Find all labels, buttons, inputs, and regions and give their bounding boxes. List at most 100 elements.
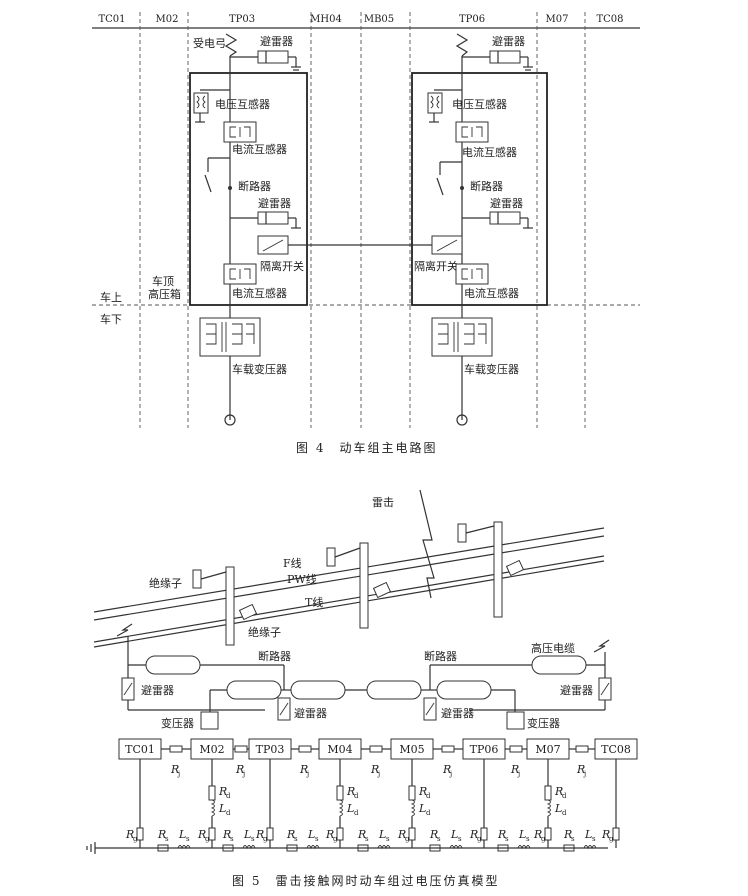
pantograph-right-icon	[455, 33, 469, 57]
coupler-resistance-label-symbol: R	[576, 763, 585, 776]
car-header-tc08: TC08	[596, 14, 623, 25]
coupler-resistance-label-subscript: j	[177, 770, 180, 778]
coupler-resistance-label: Rj	[510, 763, 520, 778]
coupler-resistance-label-subscript: j	[242, 770, 245, 778]
rail-inductor-icon	[242, 845, 256, 850]
cable-segment-2	[226, 680, 282, 700]
damping-resistor-icon	[336, 785, 344, 801]
coupler-resistance-label: Rj	[442, 763, 452, 778]
grounding-resistor-icon	[336, 827, 344, 841]
damping-inductance-label-subscript: d	[354, 809, 359, 817]
damping-resistance-label: Rd	[418, 785, 431, 800]
grounding-resistance-label: Rg	[601, 828, 614, 843]
vt-left-label: 电压互感器	[215, 98, 270, 111]
rail-resistance-label: Rs	[286, 828, 298, 843]
coupler-resistor-icon	[441, 745, 455, 753]
vt-right-icon	[427, 92, 443, 114]
car-label-tc01: TC01	[125, 743, 155, 756]
ground-right-icon	[456, 414, 468, 426]
figure-5-caption: 图 5 雷击接触网时动车组过电压仿真模型	[232, 873, 499, 888]
breaker-left-5-label: 断路器	[258, 649, 291, 663]
grounding-resistance-label: Rg	[125, 828, 138, 843]
coupler-resistor-icon	[575, 745, 589, 753]
grounding-resistance-label-subscript: g	[405, 835, 410, 843]
grounding-resistor-icon	[208, 827, 216, 841]
transformer-left-label: 车载变压器	[232, 362, 287, 376]
grounding-resistance-label-subscript: g	[263, 835, 268, 843]
damping-resistance-label-subscript: d	[354, 792, 359, 800]
rail-resistance-label: Rs	[157, 828, 169, 843]
car-label-m04: M04	[327, 743, 352, 756]
rail-inductance-label-symbol: L	[518, 828, 526, 841]
coupler-resistance-label: Rj	[235, 763, 245, 778]
grounding-resistance-label-subscript: g	[541, 835, 546, 843]
grounding-resistance-label: Rg	[255, 828, 268, 843]
car-header-mh04: MH04	[310, 14, 342, 25]
grounding-resistor-icon	[266, 827, 274, 841]
damping-resistance-label: Rd	[554, 785, 567, 800]
damping-inductance-label-symbol: L	[554, 802, 562, 815]
insulator-mid-icon	[326, 547, 336, 567]
grounding-resistance-label: Rg	[469, 828, 482, 843]
rail-inductor-icon	[177, 845, 191, 850]
pantograph-5-right-icon	[593, 639, 610, 653]
cable-segment-3	[290, 680, 346, 700]
grounding-resistance-label-symbol: R	[255, 828, 264, 841]
mast-middle	[359, 542, 369, 629]
transformer-5-right-label: 变压器	[527, 716, 560, 730]
coupler-resistance-label-symbol: R	[510, 763, 519, 776]
damping-resistance-label-subscript: d	[226, 792, 231, 800]
arrester-row: 避雷器 避雷器 避雷器 避雷器	[121, 677, 612, 721]
arrester-top-right-label: 避雷器	[492, 34, 525, 48]
rail-inductor-icon	[377, 845, 391, 850]
car-header-tc01: TC01	[98, 14, 125, 25]
ct-right-label: 电流互感器	[462, 145, 517, 159]
damping-resistance-label: Rd	[346, 785, 359, 800]
left-circuit: 受电弓 避雷器 电压互感器 电流互感器	[193, 33, 304, 426]
rail-resistance-label: Rs	[222, 828, 234, 843]
isolator-left-label: 隔离开关	[260, 259, 304, 273]
coupler-resistance-label-symbol: R	[170, 763, 179, 776]
car-label-tp03: TP03	[256, 743, 285, 756]
breaker-left-label: 断路器	[238, 179, 271, 193]
car-label-tc08: TC08	[601, 743, 631, 756]
damping-resistance-label-subscript: d	[562, 792, 567, 800]
coupler-resistance-label-subscript: j	[449, 770, 452, 778]
cable-segment-4	[366, 680, 422, 700]
damping-inductor-icon	[410, 799, 415, 817]
ground-left-icon	[224, 414, 236, 426]
rail-inductance-label-subscript: s	[526, 835, 530, 843]
pw-line	[93, 535, 605, 621]
roof-box-label-2: 高压箱	[148, 287, 181, 301]
damping-resistance-label-subscript: d	[426, 792, 431, 800]
damping-resistor-icon	[208, 785, 216, 801]
transformer-5-left-icon	[200, 711, 219, 730]
transformer-5-left-label: 变压器	[161, 716, 194, 730]
coupler-resistance-label-subscript: j	[583, 770, 586, 778]
coupler-resistance-label-subscript: j	[377, 770, 380, 778]
grounding-resistance-label-subscript: g	[477, 835, 482, 843]
figure-4-caption: 图 4 动车组主电路图	[296, 440, 437, 455]
rail-resistance-label-subscript: s	[294, 835, 298, 843]
grounding-resistance-label-symbol: R	[325, 828, 334, 841]
damping-inductance-label-symbol: L	[418, 802, 426, 815]
ct-left-label: 电流互感器	[232, 142, 287, 156]
damping-inductance-label-subscript: d	[562, 809, 567, 817]
arrester-top-right-icon	[489, 50, 521, 64]
rail-resistance-label: Rs	[429, 828, 441, 843]
rail-resistance-label-symbol: R	[429, 828, 438, 841]
arrester-rc-label: 避雷器	[441, 706, 474, 720]
rail-resistance-label: Rs	[497, 828, 509, 843]
rail-inductance-label-subscript: s	[592, 835, 596, 843]
pantograph-icon	[224, 33, 238, 57]
arrester-top-left-icon	[257, 50, 289, 64]
grounding-resistor-icon	[612, 827, 620, 841]
car-label-m02: M02	[199, 743, 224, 756]
rail-resistance-label-subscript: s	[365, 835, 369, 843]
grounding-resistance-label-symbol: R	[125, 828, 134, 841]
